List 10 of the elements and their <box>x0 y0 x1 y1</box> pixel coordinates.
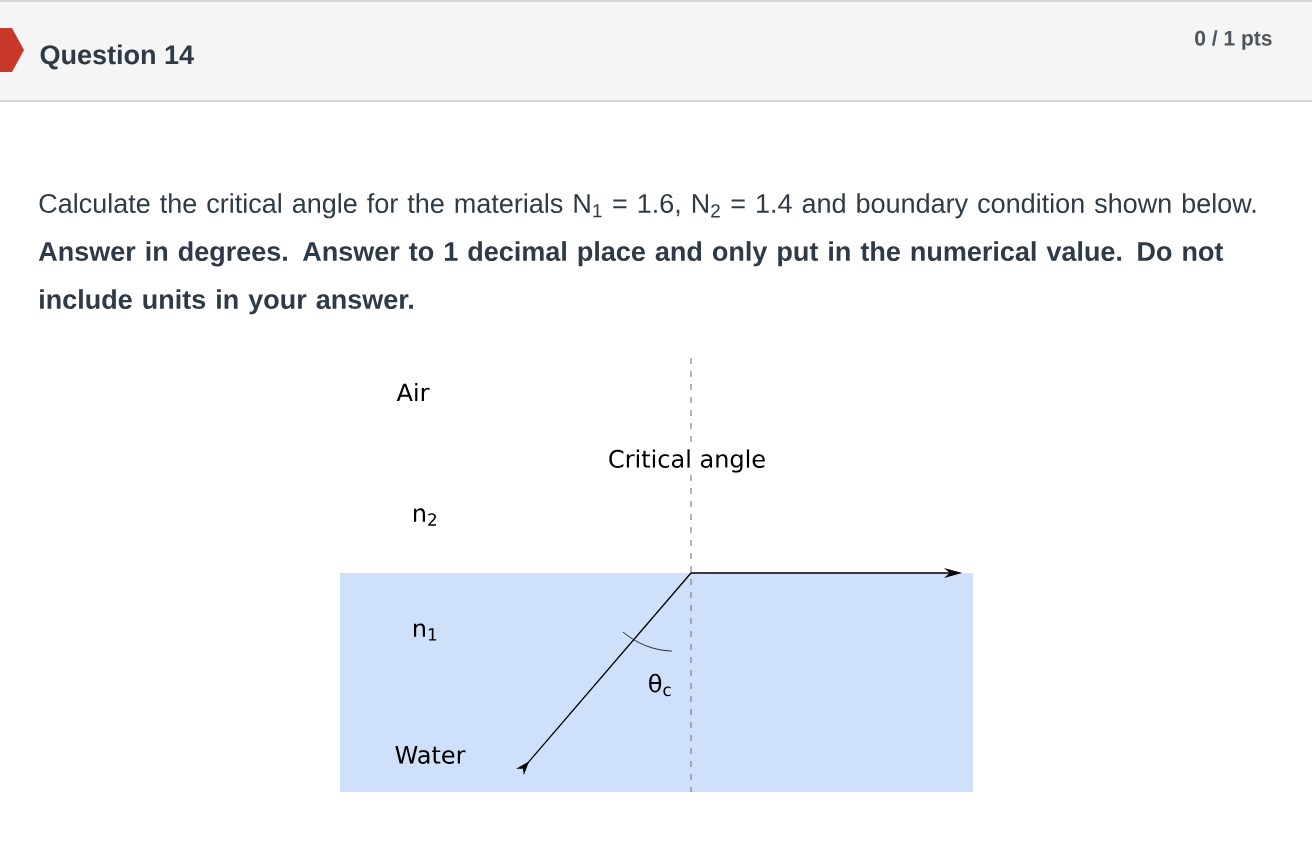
n-label: n$_{1}$ <box>414 623 437 641</box>
medium-label: Air <box>395 381 431 403</box>
n-label: n$_{2}$ <box>410 507 440 527</box>
angle-label: Critical angle <box>606 448 768 474</box>
medium-label: Water <box>395 746 466 764</box>
question-text: Calculate the critical angle for the materials N$_{1}$ = 1.6, N$_{2}$ = 1.4 and boundary condition shown below. Answer in degrees. Answer to 1 decimal place and only put in the numerical value. Do not include units in your answer. <box>38 193 1256 315</box>
water-region <box>340 573 973 792</box>
angle-symbol: θ$_{c}$ <box>649 673 671 697</box>
points-text: 0 / 1 pts <box>1195 30 1272 50</box>
question-title: Question 14 <box>40 44 194 70</box>
